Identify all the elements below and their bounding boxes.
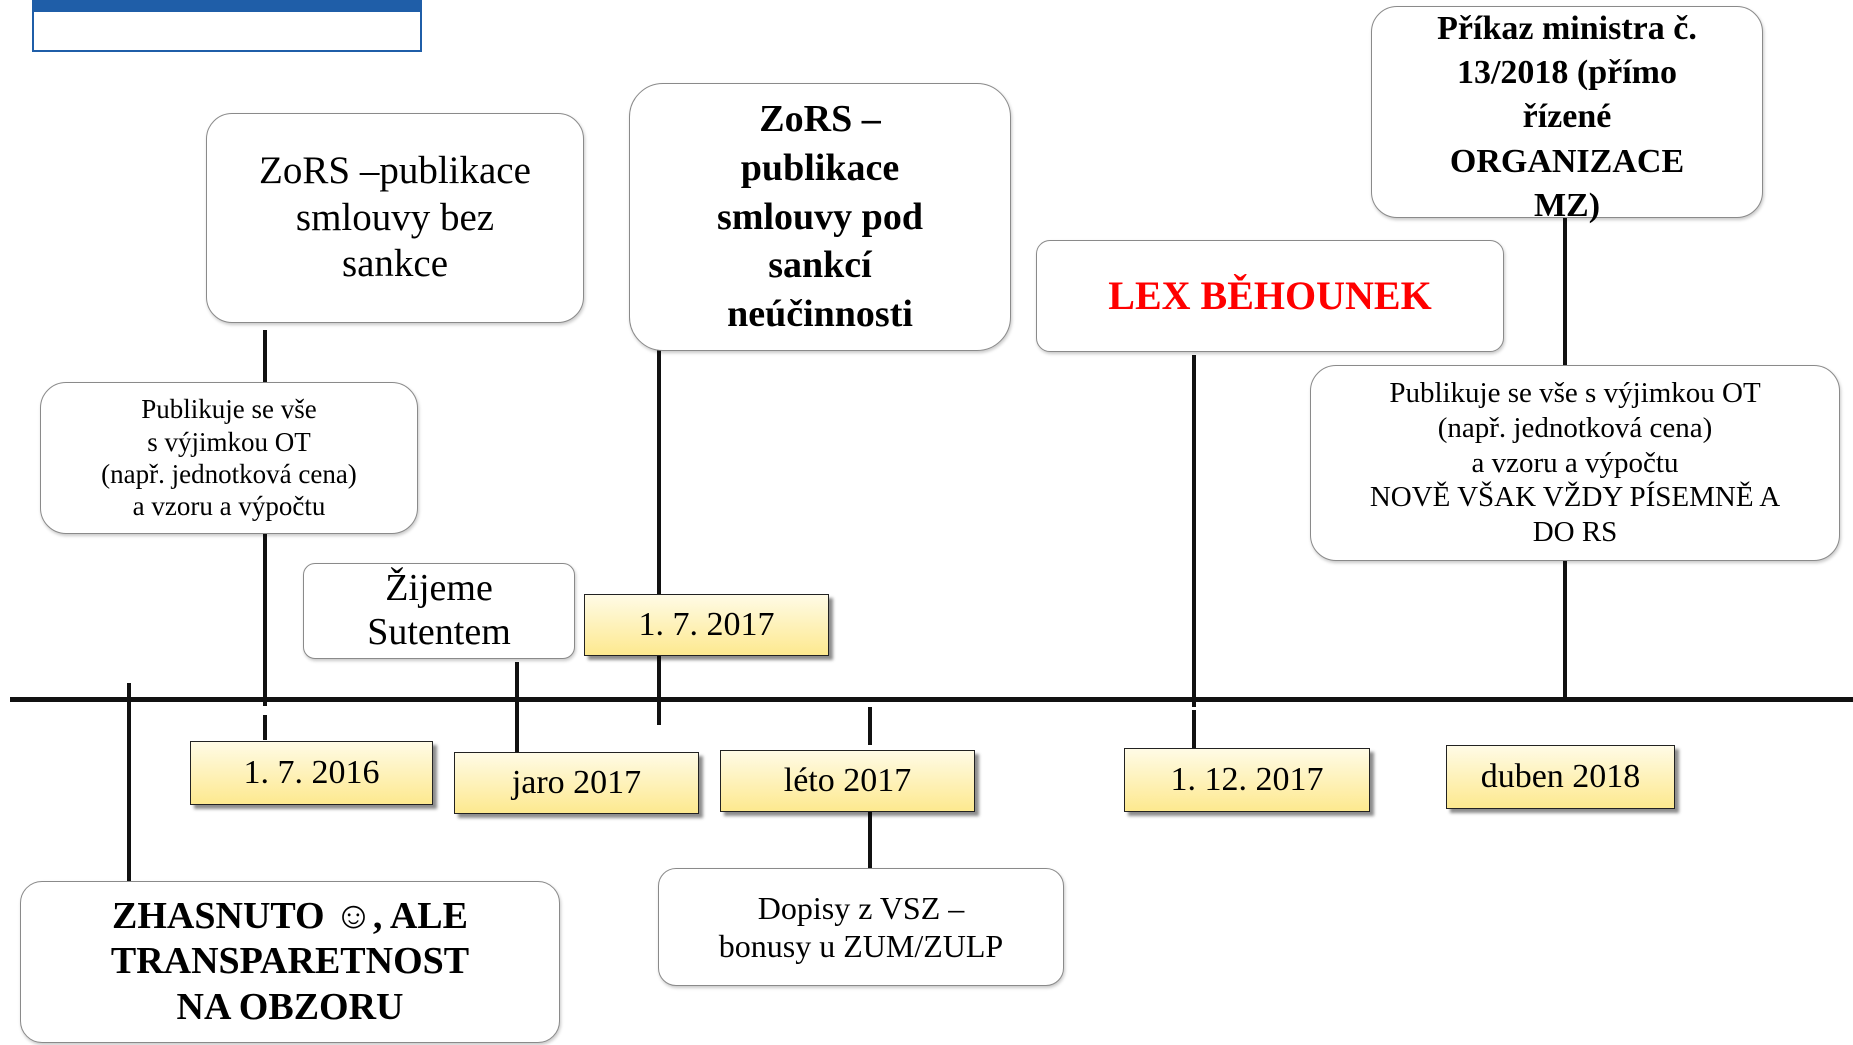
event-line: ZoRS – bbox=[759, 98, 881, 141]
event-line: LEX BĚHOUNEK bbox=[1108, 273, 1432, 318]
event-line: NA OBZORU bbox=[176, 985, 404, 1028]
event-line: 13/2018 (přímo bbox=[1456, 54, 1678, 92]
event-line: (např. jednotková cena) bbox=[1437, 411, 1713, 444]
event-line: a vzoru a výpočtu bbox=[132, 491, 326, 522]
event-line: TRANSPARETNOST bbox=[110, 940, 470, 983]
event-line: Dopisy z VSZ – bbox=[757, 889, 965, 926]
event-zors-pod-sankci: ZoRS – publikace smlouvy pod sankcí neúč… bbox=[629, 83, 1011, 351]
event-line: ORGANIZACE bbox=[1449, 142, 1685, 180]
connector-prikaz-bottom bbox=[1563, 560, 1567, 700]
event-line: ZoRS –publikace bbox=[259, 148, 531, 192]
date-label-jaro-2017: jaro 2017 bbox=[454, 752, 699, 814]
date-label-2016: 1. 7. 2016 bbox=[190, 741, 433, 805]
event-line: bonusy u ZUM/ZULP bbox=[718, 928, 1004, 964]
date-label-2017-jul: 1. 7. 2017 bbox=[584, 594, 829, 656]
event-line: sankce bbox=[341, 242, 449, 286]
event-line: MZ) bbox=[1533, 186, 1601, 224]
event-zijeme-sutentem: Žijeme Sutentem bbox=[303, 563, 575, 659]
date-label-dec-2017: 1. 12. 2017 bbox=[1124, 748, 1370, 812]
event-line: Sutentem bbox=[367, 611, 511, 653]
connector-2016-bottom bbox=[263, 715, 267, 740]
connector-zhasnuto bbox=[127, 683, 131, 881]
event-lex-behounek: LEX BĚHOUNEK bbox=[1036, 240, 1504, 352]
timeline-axis bbox=[10, 697, 1853, 702]
event-line: sankcí bbox=[768, 244, 872, 287]
event-line: s výjimkou OT bbox=[147, 426, 311, 457]
event-line: smlouvy pod bbox=[717, 195, 923, 238]
event-publikuje-2018: Publikuje se vše s výjimkou OT (např. je… bbox=[1310, 365, 1840, 561]
logo-bar bbox=[32, 0, 422, 12]
event-line: (např. jednotková cena) bbox=[101, 459, 357, 489]
connector-prikaz-top bbox=[1563, 217, 1567, 365]
date-label-duben-2018: duben 2018 bbox=[1446, 745, 1675, 809]
event-line: NOVĚ VŠAK VŽDY PÍSEMNĚ A bbox=[1369, 481, 1781, 514]
event-line: Žijeme bbox=[385, 567, 493, 610]
event-dopisy-vsz: Dopisy z VSZ – bonusy u ZUM/ZULP bbox=[658, 868, 1064, 986]
connector-leto-bottom bbox=[868, 810, 872, 870]
connector-lex-bottom bbox=[1192, 710, 1196, 748]
connector-leto-top bbox=[868, 707, 872, 745]
event-line: Publikuje se vše s výjimkou OT bbox=[1389, 377, 1761, 409]
event-line: Příkaz ministra č. bbox=[1437, 10, 1697, 47]
event-zhasnuto: ZHASNUTO ☺, ALE TRANSPARETNOST NA OBZORU bbox=[20, 881, 560, 1043]
event-line: publikace bbox=[740, 147, 900, 190]
event-line: neúčinnosti bbox=[727, 292, 913, 335]
event-prikaz-ministra: Příkaz ministra č. 13/2018 (přímo řízené… bbox=[1371, 6, 1763, 224]
connector-2017-jul bbox=[657, 345, 661, 725]
event-line: Publikuje se vše bbox=[141, 394, 317, 425]
event-line: a vzoru a výpočtu bbox=[1471, 446, 1679, 479]
logo-frame bbox=[32, 0, 422, 52]
event-zors-bez-sankce: ZoRS –publikace smlouvy bez sankce bbox=[206, 113, 584, 323]
event-publikuje-2016: Publikuje se vše s výjimkou OT (např. je… bbox=[40, 382, 418, 534]
event-line: smlouvy bez bbox=[295, 195, 495, 239]
event-line: DO RS bbox=[1532, 516, 1618, 549]
event-line: řízené bbox=[1522, 98, 1612, 136]
event-line: ZHASNUTO ☺, ALE bbox=[112, 894, 468, 937]
connector-jaro bbox=[515, 662, 519, 752]
connector-lex bbox=[1192, 355, 1196, 707]
date-label-leto-2017: léto 2017 bbox=[720, 750, 975, 812]
